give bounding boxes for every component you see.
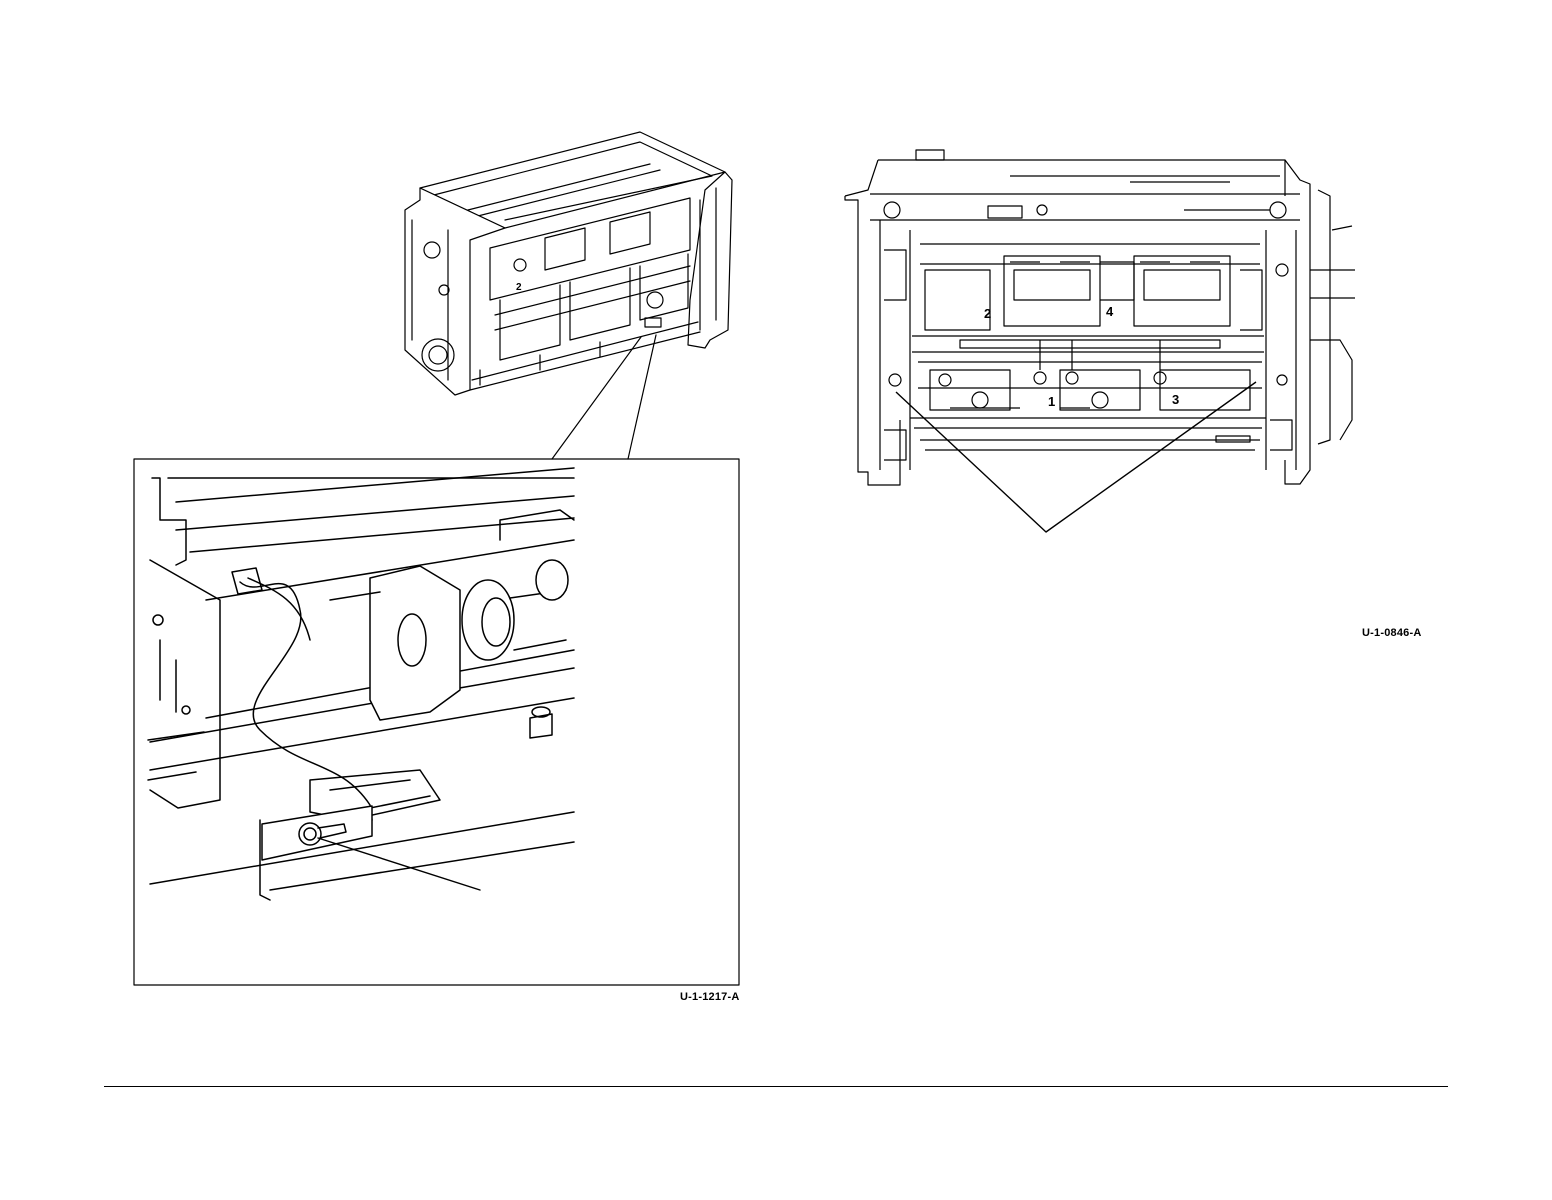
figure-id-left: U-1-1217-A <box>680 991 739 1003</box>
unit-label-4: 4 <box>1106 304 1114 319</box>
footer-rule <box>104 1086 1448 1087</box>
unit-label-3: 3 <box>1172 392 1179 407</box>
unit-number-labels: 2 4 1 3 <box>984 304 1179 409</box>
module-front-view <box>845 150 1355 485</box>
unit-label-2: 2 <box>984 306 991 321</box>
figure-id-right: U-1-0846-A <box>1362 627 1421 639</box>
unit-label-1: 1 <box>1048 394 1055 409</box>
callout-leader-lines <box>896 382 1256 532</box>
unit-label-2-iso: 2 <box>516 282 522 293</box>
unit-number-labels-left: 2 <box>516 282 522 293</box>
